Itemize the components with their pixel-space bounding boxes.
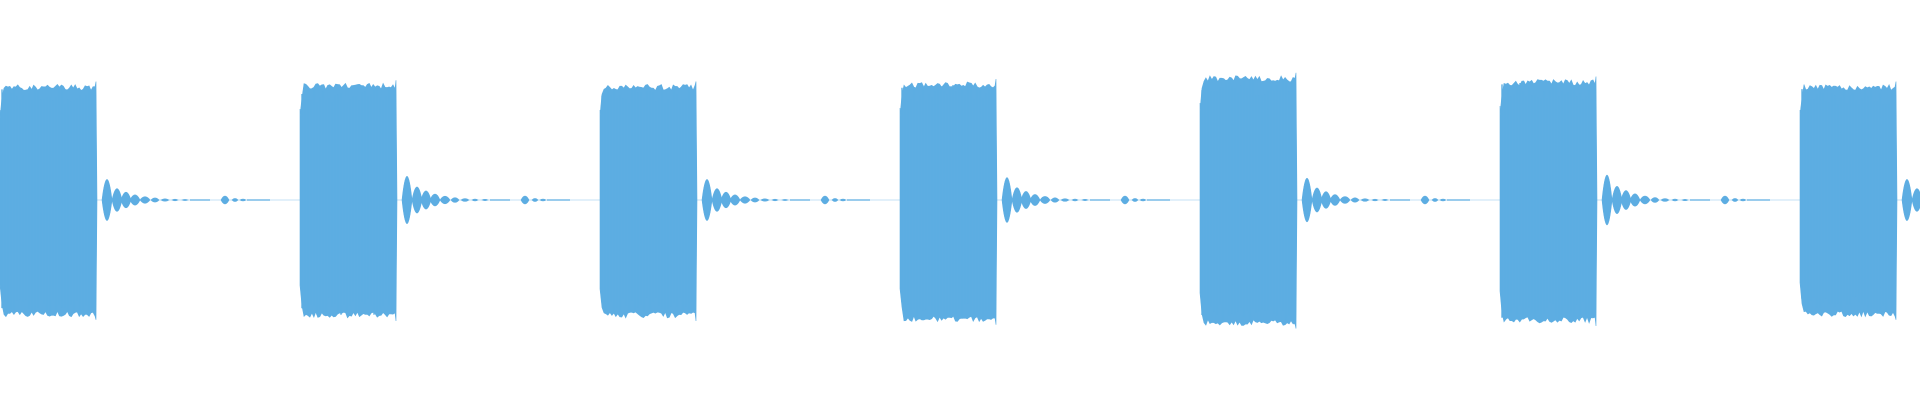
tail-lobe-5 — [1381, 199, 1389, 201]
tail-lobe-4 — [1050, 197, 1060, 203]
tail-lobe-1 — [101, 179, 113, 221]
tail-lobe-6 — [1681, 198, 1689, 202]
waveform-bursts — [0, 72, 1920, 329]
tail-lobe-1 — [139, 196, 151, 204]
echo-blip-2 — [520, 195, 530, 205]
burst-body-5 — [1199, 72, 1298, 329]
tail-lobe-6 — [1601, 175, 1613, 225]
tail-lobe-3 — [771, 198, 779, 202]
tail-lobe-4 — [1081, 199, 1089, 201]
tail-lobe-5 — [1320, 191, 1332, 209]
burst-body-6 — [1499, 76, 1598, 327]
tail-lobe-4 — [1011, 187, 1023, 213]
echo-blip-3 — [820, 195, 830, 205]
tail-lobe-2 — [439, 195, 451, 205]
tail-lobe-1 — [129, 194, 141, 206]
tail-lobe-2 — [429, 193, 441, 207]
echo-blip-5 — [1431, 198, 1439, 202]
echo-blip-6 — [1731, 198, 1739, 202]
tail-lobe-5 — [1301, 177, 1313, 223]
echo-blip-2 — [531, 198, 539, 202]
tail-lobe-6 — [1650, 197, 1660, 203]
tail-lobe-3 — [760, 198, 770, 202]
burst-body-2 — [299, 80, 398, 322]
tail-lobe-2 — [401, 176, 413, 224]
tail-lobe-3 — [720, 191, 732, 209]
echo-blip-1 — [231, 198, 239, 202]
tail-lobe-2 — [420, 190, 432, 210]
tail-lobe-5 — [1311, 187, 1323, 213]
tail-lobe-4 — [1039, 196, 1051, 204]
tail-lobe-6 — [1611, 185, 1623, 215]
tail-lobe-6 — [1660, 198, 1670, 202]
tail-lobe-2 — [411, 186, 423, 214]
tail-lobe-3 — [729, 194, 741, 206]
tail-lobe-1 — [120, 191, 132, 209]
echo-blip-6 — [1720, 195, 1730, 205]
echo-blip-4 — [1139, 198, 1147, 202]
tail-lobe-3 — [781, 199, 789, 201]
tail-lobe-4 — [1060, 198, 1070, 202]
echo-blip-3 — [831, 198, 839, 202]
tail-lobe-1 — [150, 197, 160, 203]
tail-lobe-4 — [1071, 198, 1079, 202]
tail-lobe-3 — [750, 197, 760, 203]
tail-lobe-5 — [1360, 198, 1370, 202]
tail-lobe-5 — [1329, 194, 1341, 206]
echo-blip-1 — [220, 195, 230, 205]
tail-lobe-4 — [1001, 177, 1013, 223]
tail-lobe-3 — [701, 179, 713, 221]
tail-lobe-5 — [1339, 196, 1351, 204]
tail-lobe-4 — [1020, 191, 1032, 209]
echo-blip-4 — [1131, 198, 1139, 202]
echo-blip-2 — [539, 198, 547, 202]
tail-lobe-2 — [481, 198, 489, 202]
tail-lobe-7 — [1901, 179, 1913, 221]
echo-blip-6 — [1739, 198, 1747, 202]
echo-blip-4 — [1120, 195, 1130, 205]
tail-lobe-1 — [171, 198, 179, 202]
tail-lobe-1 — [181, 199, 189, 201]
tail-lobe-4 — [1029, 194, 1041, 206]
tail-lobe-3 — [711, 188, 723, 212]
tail-lobe-2 — [450, 197, 460, 203]
echo-blip-1 — [239, 198, 247, 202]
tail-lobe-3 — [739, 196, 751, 204]
echo-blip-3 — [839, 198, 847, 202]
tail-lobe-2 — [460, 198, 470, 202]
burst-body-7 — [1799, 81, 1898, 320]
tail-lobe-6 — [1671, 198, 1679, 202]
tail-lobe-6 — [1620, 190, 1632, 210]
tail-lobe-5 — [1350, 197, 1360, 203]
tail-lobe-2 — [471, 198, 479, 202]
echo-blip-5 — [1439, 198, 1447, 202]
burst-body-4 — [899, 78, 998, 325]
tail-lobe-6 — [1639, 195, 1651, 205]
echo-blip-5 — [1420, 195, 1430, 205]
tail-lobe-5 — [1371, 198, 1379, 202]
burst-body-3 — [599, 81, 698, 322]
tail-lobe-6 — [1629, 193, 1641, 207]
tail-lobe-1 — [111, 188, 123, 212]
tail-lobe-7 — [1911, 188, 1920, 212]
tail-lobe-1 — [160, 198, 170, 202]
